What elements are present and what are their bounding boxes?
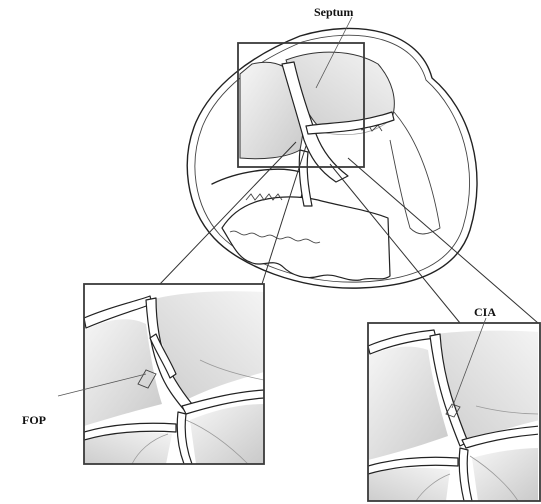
fop-label: FOP	[22, 413, 46, 428]
septum-label: Septum	[314, 5, 353, 20]
cia-label: CIA	[474, 305, 496, 320]
cia-detail-panel	[368, 323, 540, 501]
fop-detail-panel	[84, 284, 264, 464]
